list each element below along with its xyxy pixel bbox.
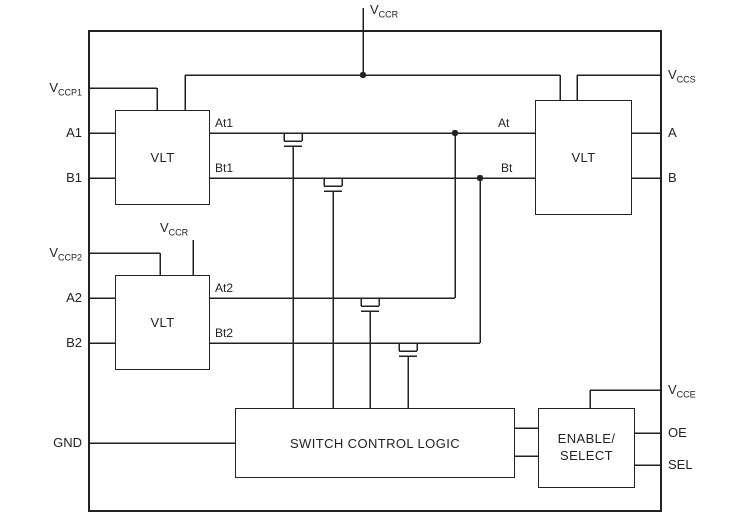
enable-select-line1: ENABLE/	[557, 431, 616, 447]
pin-label-vccp1: VCCP1	[4, 80, 82, 98]
vlt1-block: VLT	[115, 110, 210, 205]
vlt2-label: VLT	[150, 315, 175, 330]
pin-label-b2: B2	[66, 335, 82, 350]
net-label-at: At	[498, 116, 510, 130]
vcce-base: V	[668, 382, 677, 397]
vlt2-block: VLT	[115, 275, 210, 370]
vccs-sub: CCS	[676, 74, 696, 85]
pin-label-b1: B1	[66, 170, 82, 185]
enable-select-label: ENABLE/ SELECT	[558, 431, 616, 465]
pin-label-vccp2: VCCP2	[4, 245, 82, 263]
vlt3-label: VLT	[571, 150, 596, 165]
net-label-at1: At1	[215, 116, 234, 130]
pin-label-a2: A2	[66, 290, 82, 305]
net-label-at2: At2	[215, 281, 234, 295]
vccp1-base: V	[49, 80, 58, 95]
vccp1-sub: CCP1	[57, 87, 82, 98]
pin-label-sel: SEL	[668, 457, 693, 472]
pin-label-b: B	[668, 170, 677, 185]
vccr-inner-sub: CCR	[168, 227, 189, 238]
net-label-bt: Bt	[501, 161, 513, 175]
pin-label-vccr: VCCR	[370, 2, 399, 20]
pin-label-a: A	[668, 125, 677, 140]
switch-control-logic-label: SWITCH CONTROL LOGIC	[289, 435, 461, 451]
vlt1-label: VLT	[150, 150, 175, 165]
net-label-bt1: Bt1	[215, 161, 234, 175]
pin-label-vccs: VCCS	[668, 67, 696, 85]
pin-label-oe: OE	[668, 425, 687, 440]
net-label-bt2: Bt2	[215, 326, 234, 340]
pin-label-vcce: VCCE	[668, 382, 696, 400]
vccp2-sub: CCP2	[57, 252, 82, 263]
vccr-base: V	[370, 2, 379, 17]
switch-control-logic-block: SWITCH CONTROL LOGIC	[235, 408, 515, 478]
vccp2-base: V	[49, 245, 58, 260]
enable-select-block: ENABLE/ SELECT	[538, 408, 635, 488]
pin-label-gnd: GND	[53, 435, 82, 450]
vlt3-block: VLT	[535, 100, 632, 215]
vcce-sub: CCE	[676, 389, 696, 400]
enable-select-line2: SELECT	[560, 448, 613, 463]
vccr-inner-base: V	[160, 220, 169, 235]
chip-boundary	[88, 30, 662, 512]
pin-label-a1: A1	[66, 125, 82, 140]
vccr-sub: CCR	[378, 9, 399, 20]
net-label-vccr-inner: VCCR	[160, 220, 189, 238]
vccs-base: V	[668, 67, 677, 82]
